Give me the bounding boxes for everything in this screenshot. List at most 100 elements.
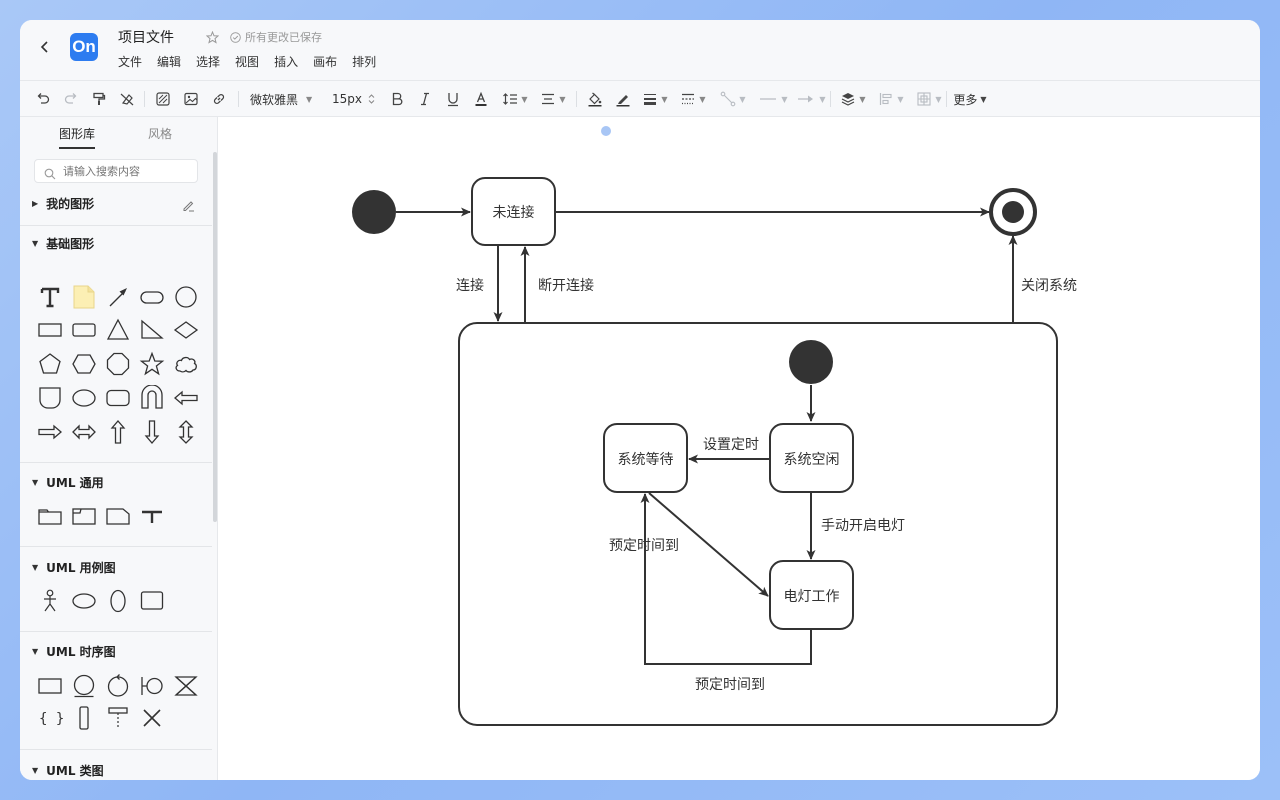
arrow-timer-up-to-working[interactable] xyxy=(648,492,769,597)
vertical-double-arrow-icon[interactable] xyxy=(172,418,200,446)
italic-button[interactable] xyxy=(416,81,434,117)
diamond-icon[interactable] xyxy=(172,316,200,344)
destroy-icon[interactable] xyxy=(138,704,166,732)
shape-search-input[interactable] xyxy=(34,159,198,183)
section-uml-general[interactable]: ▼UML 通用 xyxy=(32,476,104,490)
up-arrow-icon[interactable] xyxy=(104,418,132,446)
arrow-timer-up-to-waiting[interactable] xyxy=(640,493,812,665)
left-arrow-icon[interactable] xyxy=(172,384,200,412)
diagram-canvas[interactable]: 未连接 连接 断开连接 关闭系统 系统等待 xyxy=(219,117,1260,780)
delay-shape-icon[interactable] xyxy=(36,384,64,412)
circle-icon[interactable] xyxy=(172,283,200,311)
braces-icon[interactable]: { } xyxy=(36,704,64,732)
state-working[interactable]: 电灯工作 xyxy=(769,560,854,630)
actor-icon[interactable] xyxy=(36,587,64,615)
vertical-ellipse-icon[interactable] xyxy=(104,587,132,615)
activation-bar-icon[interactable] xyxy=(70,704,98,732)
line-end-button[interactable]: ▼ xyxy=(794,81,828,117)
menu-view[interactable]: 视图 xyxy=(235,55,260,69)
state-waiting[interactable]: 系统等待 xyxy=(603,423,688,493)
composite-state-connected[interactable] xyxy=(458,322,1058,726)
back-icon[interactable] xyxy=(36,38,54,56)
frame-icon[interactable] xyxy=(70,502,98,530)
layers-button[interactable]: ▼ xyxy=(838,81,868,117)
fill-pattern-icon[interactable] xyxy=(154,81,172,117)
line-width-button[interactable]: ▼ xyxy=(644,94,668,105)
format-painter-icon[interactable] xyxy=(90,81,108,117)
state-disconnected[interactable]: 未连接 xyxy=(471,177,556,246)
lifeline-object-icon[interactable] xyxy=(36,672,64,700)
ellipse-icon[interactable] xyxy=(70,384,98,412)
section-uml-class[interactable]: ▼UML 类图 xyxy=(32,764,104,778)
menu-select[interactable]: 选择 xyxy=(196,55,221,69)
tab-style[interactable]: 风格 xyxy=(148,127,173,141)
menu-canvas[interactable]: 画布 xyxy=(313,55,338,69)
clear-format-icon[interactable] xyxy=(118,81,136,117)
pentagon-icon[interactable] xyxy=(36,350,64,378)
align-objects-button[interactable]: ▼ xyxy=(876,81,906,117)
rectangle-icon[interactable] xyxy=(36,316,64,344)
u-turn-arrow-icon[interactable] xyxy=(138,384,166,412)
note-icon[interactable] xyxy=(104,502,132,530)
section-basic-shapes[interactable]: ▼基础图形 xyxy=(32,237,95,251)
menu-edit[interactable]: 编辑 xyxy=(157,55,182,69)
section-my-shapes[interactable]: ▶我的图形 xyxy=(32,197,95,211)
line-style-button[interactable]: ▼ xyxy=(682,93,706,105)
align-button[interactable]: ▼ xyxy=(538,81,568,117)
link-icon[interactable] xyxy=(210,81,228,117)
line-start-button[interactable]: ▼ xyxy=(760,94,788,104)
font-color-button[interactable] xyxy=(472,81,490,117)
boundary-icon[interactable] xyxy=(138,672,166,700)
star-icon[interactable] xyxy=(205,29,220,44)
image-icon[interactable] xyxy=(182,81,200,117)
double-arrow-icon[interactable] xyxy=(70,418,98,446)
fill-color-button[interactable] xyxy=(586,81,604,117)
menu-file[interactable]: 文件 xyxy=(118,55,143,69)
entity-icon[interactable] xyxy=(70,672,98,700)
document-title[interactable]: 项目文件 xyxy=(118,30,174,46)
note-shape-icon[interactable] xyxy=(70,283,98,311)
right-arrow-icon[interactable] xyxy=(36,418,64,446)
package-icon[interactable] xyxy=(36,502,64,530)
lifeline-icon[interactable] xyxy=(104,704,132,732)
undo-icon[interactable] xyxy=(34,81,52,117)
cloud-icon[interactable] xyxy=(172,350,200,378)
down-arrow-icon[interactable] xyxy=(138,418,166,446)
redo-icon[interactable] xyxy=(62,81,80,117)
inner-initial-state[interactable] xyxy=(789,340,833,384)
use-case-ellipse-icon[interactable] xyxy=(70,587,98,615)
more-button[interactable]: 更多▼ xyxy=(953,92,987,107)
distribute-button[interactable]: ▼ xyxy=(914,81,944,117)
rounded-rectangle-icon[interactable] xyxy=(70,316,98,344)
final-state[interactable] xyxy=(989,188,1037,236)
menu-insert[interactable]: 插入 xyxy=(274,55,299,69)
section-uml-sequence[interactable]: ▼UML 时序图 xyxy=(32,645,116,659)
underline-button[interactable] xyxy=(444,81,462,117)
arrow-line-icon[interactable] xyxy=(104,283,132,311)
star-shape-icon[interactable] xyxy=(138,350,166,378)
state-idle[interactable]: 系统空闲 xyxy=(769,423,854,493)
triangle-icon[interactable] xyxy=(104,316,132,344)
sidebar-scrollbar[interactable] xyxy=(213,152,217,522)
control-icon[interactable] xyxy=(104,672,132,700)
rounded-rect-icon[interactable] xyxy=(138,283,166,311)
connector-type-button[interactable]: ▼ xyxy=(718,81,748,117)
font-family-select[interactable]: 微软雅黑▼ xyxy=(250,92,313,107)
canvas-handle[interactable] xyxy=(601,126,611,136)
section-uml-usecase[interactable]: ▼UML 用例图 xyxy=(32,561,116,575)
hourglass-icon[interactable] xyxy=(172,672,200,700)
terminator-icon[interactable] xyxy=(104,384,132,412)
octagon-icon[interactable] xyxy=(104,350,132,378)
initial-state[interactable] xyxy=(352,190,396,234)
right-triangle-icon[interactable] xyxy=(138,316,166,344)
line-height-button[interactable]: ▼ xyxy=(500,81,530,117)
uml-text-icon[interactable] xyxy=(138,502,166,530)
text-shape-icon[interactable] xyxy=(36,283,64,311)
tab-shape-library[interactable]: 图形库 xyxy=(59,127,96,141)
line-color-button[interactable] xyxy=(614,81,632,117)
font-size-stepper[interactable]: 15px xyxy=(332,81,378,117)
system-boundary-icon[interactable] xyxy=(138,587,166,615)
menu-arrange[interactable]: 排列 xyxy=(352,55,377,69)
hexagon-icon[interactable] xyxy=(70,350,98,378)
bold-button[interactable] xyxy=(388,81,406,117)
